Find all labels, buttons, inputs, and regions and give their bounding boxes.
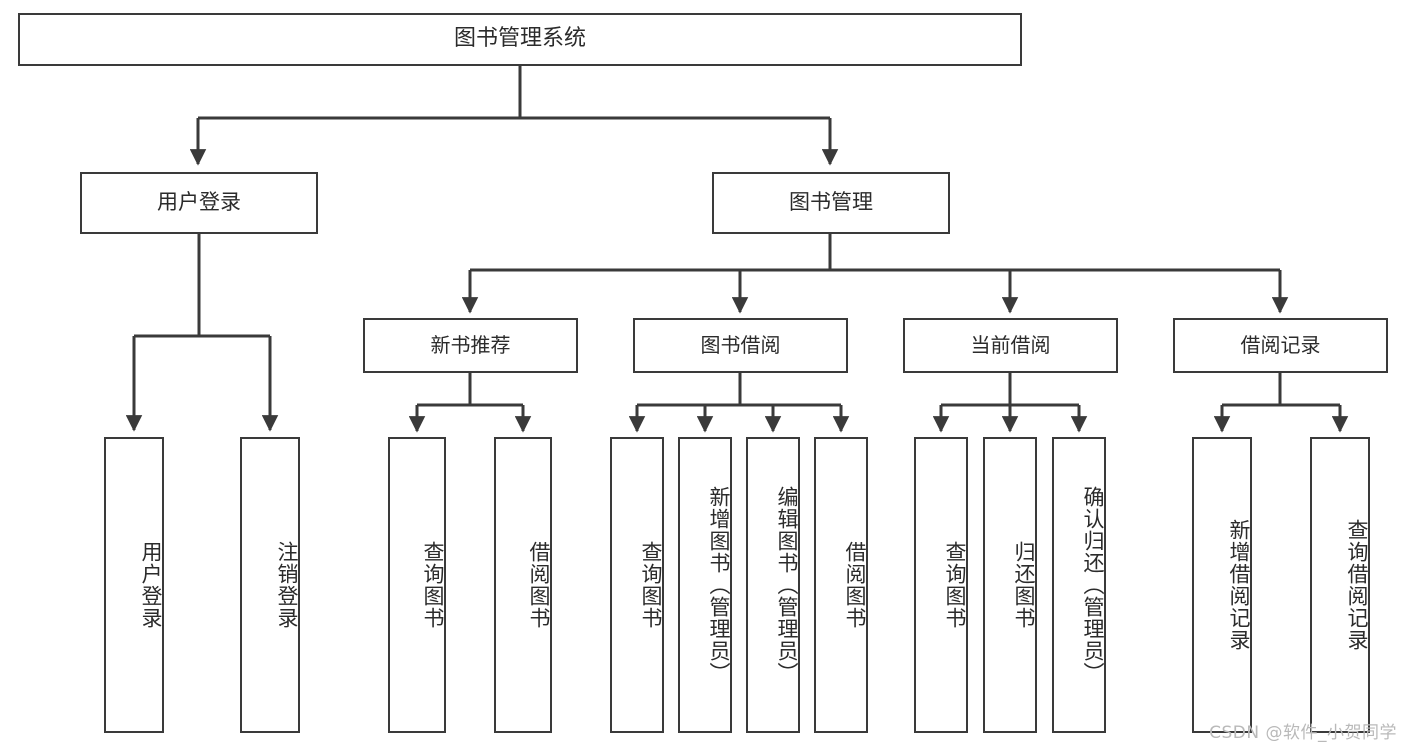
node-label: 借阅图书 — [843, 541, 867, 629]
node-leaf-borrow-book[interactable]: 借阅图书 — [814, 437, 868, 733]
node-new-book-recommend[interactable]: 新书推荐 — [363, 318, 578, 373]
node-leaf-query-book-borrow[interactable]: 查询图书 — [610, 437, 664, 733]
node-leaf-confirm-return-admin[interactable]: 确认归还（管理员） — [1052, 437, 1106, 733]
node-label: 查询图书 — [943, 541, 967, 629]
node-leaf-add-borrow-record[interactable]: 新增借阅记录 — [1192, 437, 1252, 733]
node-label: 编辑图书（管理员） — [775, 486, 799, 684]
node-root-book-management-system[interactable]: 图书管理系统 — [18, 13, 1022, 66]
node-current-borrow[interactable]: 当前借阅 — [903, 318, 1118, 373]
node-label: 图书管理 — [789, 190, 873, 215]
node-label: 确认归还（管理员） — [1081, 486, 1105, 684]
node-label: 查询图书 — [421, 541, 445, 629]
node-user-login[interactable]: 用户登录 — [80, 172, 318, 234]
node-leaf-edit-book-admin[interactable]: 编辑图书（管理员） — [746, 437, 800, 733]
node-leaf-logout-login[interactable]: 注销登录 — [240, 437, 300, 733]
node-book-management[interactable]: 图书管理 — [712, 172, 950, 234]
node-leaf-query-borrow-record[interactable]: 查询借阅记录 — [1310, 437, 1370, 733]
node-label: 借阅记录 — [1240, 333, 1321, 358]
node-label: 图书管理系统 — [453, 26, 586, 52]
node-label: 新书推荐 — [430, 333, 511, 358]
node-leaf-query-book-recommend[interactable]: 查询图书 — [388, 437, 446, 733]
node-label: 注销登录 — [275, 541, 299, 629]
node-label: 新增图书（管理员） — [707, 486, 731, 684]
node-leaf-return-book[interactable]: 归还图书 — [983, 437, 1037, 733]
node-label: 图书借阅 — [700, 333, 781, 358]
node-leaf-query-book-current[interactable]: 查询图书 — [914, 437, 968, 733]
node-label: 用户登录 — [157, 190, 241, 215]
node-label: 查询借阅记录 — [1345, 519, 1369, 651]
node-label: 当前借阅 — [970, 333, 1051, 358]
node-label: 借阅图书 — [527, 541, 551, 629]
node-label: 查询图书 — [639, 541, 663, 629]
node-borrow-record[interactable]: 借阅记录 — [1173, 318, 1388, 373]
node-label: 归还图书 — [1012, 541, 1036, 629]
watermark-text: CSDN @软件_小贺同学 — [1209, 723, 1397, 743]
node-leaf-borrow-book-recommend[interactable]: 借阅图书 — [494, 437, 552, 733]
node-label: 新增借阅记录 — [1227, 519, 1251, 651]
node-book-borrow[interactable]: 图书借阅 — [633, 318, 848, 373]
node-leaf-add-book-admin[interactable]: 新增图书（管理员） — [678, 437, 732, 733]
node-label: 用户登录 — [139, 541, 163, 629]
node-leaf-user-login[interactable]: 用户登录 — [104, 437, 164, 733]
